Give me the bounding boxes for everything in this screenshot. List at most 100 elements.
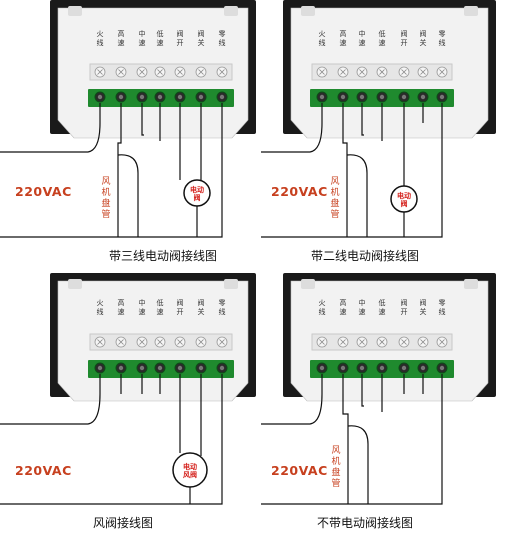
fan-coil-label: 盘 xyxy=(331,466,340,478)
screw-cross-icon xyxy=(219,339,225,345)
screw-cross-icon xyxy=(198,339,204,345)
terminal-label-bottom: 速 xyxy=(359,39,366,47)
terminal-screw-head xyxy=(319,94,325,100)
valve-label-bottom: 风阀 xyxy=(183,470,197,479)
terminal-label-bottom: 速 xyxy=(157,39,164,47)
terminal-label-top: 零 xyxy=(439,299,446,307)
terminal-label-bottom: 关 xyxy=(198,307,205,316)
screw-cross-icon xyxy=(379,69,385,75)
fan-coil-label: 风 xyxy=(101,176,110,187)
terminal-label-top: 高 xyxy=(340,298,347,307)
terminal-label-top: 低 xyxy=(157,29,164,38)
terminal-label-bottom: 线 xyxy=(219,307,226,316)
terminal-screw-head xyxy=(420,365,426,371)
screw-cross-icon xyxy=(139,339,145,345)
phase-wire xyxy=(261,122,323,153)
fan-coil-label: 盘 xyxy=(330,197,339,209)
terminal-label-bottom: 速 xyxy=(340,39,347,47)
fan-high-wire xyxy=(117,123,122,155)
screw-cross-icon xyxy=(97,339,103,345)
terminal-label-top: 火 xyxy=(97,299,104,307)
screw-cross-icon xyxy=(319,69,325,75)
screw-cross-icon xyxy=(157,339,163,345)
screw-cross-icon xyxy=(219,69,225,75)
housing-notch xyxy=(224,279,238,289)
fan-mid-wire xyxy=(141,123,144,136)
fan-coil-label: 管 xyxy=(330,208,339,220)
terminal-screw-head xyxy=(439,94,445,100)
valve-label-bottom: 阀 xyxy=(401,199,408,208)
screw-cross-icon xyxy=(420,339,426,345)
terminal-label-top: 火 xyxy=(319,30,326,38)
screw-cross-icon xyxy=(177,339,183,345)
housing-notch xyxy=(68,6,82,16)
terminal-label-top: 零 xyxy=(219,299,226,307)
terminal-screw-head xyxy=(359,94,365,100)
terminal-label-top: 阀 xyxy=(401,298,408,307)
terminal-label-top: 高 xyxy=(340,29,347,38)
screw-cross-icon xyxy=(118,69,124,75)
terminal-label-bottom: 关 xyxy=(420,38,427,47)
diagram-caption: 带二线电动阀接线图 xyxy=(311,248,419,263)
fan-mid-wire xyxy=(361,394,364,407)
valve-label-bottom: 阀 xyxy=(194,193,201,202)
housing-notch xyxy=(68,279,82,289)
screw-cross-icon xyxy=(379,339,385,345)
voltage-label: 220VAC xyxy=(15,463,72,478)
terminal-screw-head xyxy=(379,94,385,100)
terminal-label-top: 阀 xyxy=(198,298,205,307)
screw-cross-icon xyxy=(157,69,163,75)
screw-cross-icon xyxy=(340,339,346,345)
terminal-label-top: 火 xyxy=(319,299,326,307)
voltage-label: 220VAC xyxy=(271,463,328,478)
fan-coil-label: 管 xyxy=(101,208,110,220)
terminal-label-bottom: 速 xyxy=(359,308,366,316)
terminal-screw-head xyxy=(157,365,163,371)
motorized-valve-symbol xyxy=(390,185,418,213)
voltage-label: 220VAC xyxy=(271,184,328,199)
fan-coil-label: 风 xyxy=(331,445,340,456)
screw-cross-icon xyxy=(198,69,204,75)
terminal-screw-head xyxy=(401,94,407,100)
terminal-screw-head xyxy=(118,94,124,100)
terminal-screw-head xyxy=(139,94,145,100)
terminal-label-bottom: 速 xyxy=(139,308,146,316)
screw-cross-icon xyxy=(139,69,145,75)
neutral-wire xyxy=(261,394,443,505)
housing-notch xyxy=(301,279,315,289)
terminal-label-bottom: 线 xyxy=(439,38,446,47)
screw-cross-icon xyxy=(439,69,445,75)
terminal-label-top: 阀 xyxy=(177,29,184,38)
terminal-screw-head xyxy=(219,365,225,371)
screw-cross-icon xyxy=(177,69,183,75)
housing-notch xyxy=(301,6,315,16)
terminal-label-top: 阀 xyxy=(401,29,408,38)
fan-high-wire xyxy=(342,394,349,426)
fan-coil-label: 风 xyxy=(330,176,339,187)
terminal-label-bottom: 速 xyxy=(157,308,164,316)
terminal-label-top: 高 xyxy=(118,298,125,307)
terminal-label-bottom: 线 xyxy=(219,38,226,47)
screw-cross-icon xyxy=(97,69,103,75)
terminal-label-bottom: 开 xyxy=(177,308,184,316)
screw-cross-icon xyxy=(420,69,426,75)
terminal-screw-head xyxy=(97,365,103,371)
terminal-screw-head xyxy=(359,365,365,371)
terminal-label-top: 阀 xyxy=(198,29,205,38)
terminal-label-bottom: 线 xyxy=(439,307,446,316)
motorized-valve-symbol xyxy=(183,179,211,207)
terminal-label-bottom: 开 xyxy=(401,39,408,47)
terminal-screw-head xyxy=(340,94,346,100)
terminal-label-bottom: 速 xyxy=(118,308,125,316)
screw-cross-icon xyxy=(439,339,445,345)
terminal-screw-head xyxy=(401,365,407,371)
housing-notch xyxy=(224,6,238,16)
terminal-label-top: 零 xyxy=(219,30,226,38)
fan-coil-loop xyxy=(347,425,369,504)
screw-cross-icon xyxy=(340,69,346,75)
